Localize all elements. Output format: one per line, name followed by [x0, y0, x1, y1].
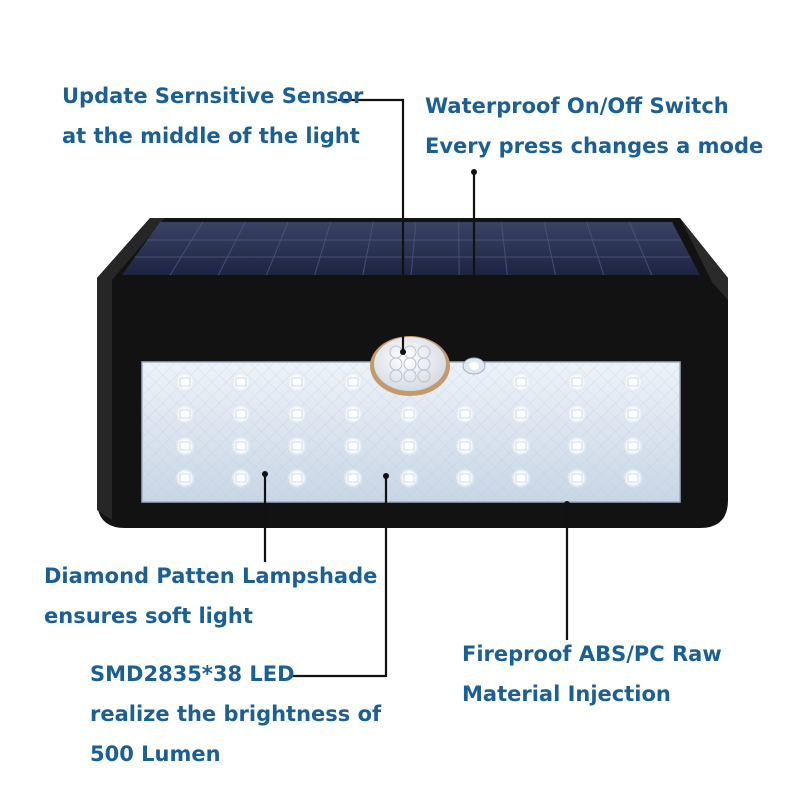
led-chip [566, 435, 588, 457]
lampshade-annotation-line1: Diamond Patten Lampshade [44, 564, 378, 588]
sensor-annotation-line1: Update Sernsitive Sensor [62, 84, 364, 108]
led-chip [286, 467, 308, 489]
led-chip [454, 403, 476, 425]
led-chip [510, 435, 532, 457]
led-chip [398, 467, 420, 489]
led-chip [230, 403, 252, 425]
led-chip [622, 371, 644, 393]
led-annotation-line3: 500 Lumen [90, 742, 221, 766]
led-chip [342, 371, 364, 393]
sensor-annotation-line2: at the middle of the light [62, 124, 360, 148]
switch-annotation-line2: Every press changes a mode [425, 134, 764, 158]
callout-lines [263, 98, 569, 678]
led-chip [454, 467, 476, 489]
led-chip [286, 435, 308, 457]
led-chip [510, 371, 532, 393]
led-chip [622, 467, 644, 489]
led-chip [342, 467, 364, 489]
led-chip [566, 467, 588, 489]
led-chip [230, 467, 252, 489]
motion-sensor [370, 336, 450, 396]
led-chip [398, 435, 420, 457]
material-annotation-line2: Material Injection [462, 682, 671, 706]
led-chip [174, 403, 196, 425]
led-annotation: SMD2835*38 LED realize the brightness of… [90, 654, 381, 774]
lampshade-annotation-line2: ensures soft light [44, 604, 253, 628]
led-chip [174, 371, 196, 393]
material-annotation-line1: Fireproof ABS/PC Raw [462, 642, 722, 666]
lampshade-annotation: Diamond Patten Lampshade ensures soft li… [44, 556, 377, 636]
led-chip [286, 403, 308, 425]
led-chip [286, 371, 308, 393]
material-annotation: Fireproof ABS/PC Raw Material Injection [462, 634, 722, 714]
led-chip [342, 435, 364, 457]
led-chip [342, 403, 364, 425]
led-chip [566, 371, 588, 393]
callout-endpoints [262, 169, 570, 507]
led-chip [230, 371, 252, 393]
sensor-callout-line [338, 98, 405, 352]
led-chip [174, 435, 196, 457]
led-chip [510, 467, 532, 489]
led-annotation-line1: SMD2835*38 LED [90, 662, 295, 686]
led-chip [566, 403, 588, 425]
led-chip [230, 435, 252, 457]
sensor-annotation: Update Sernsitive Sensor at the middle o… [62, 76, 363, 156]
diamond-lampshade [141, 361, 681, 503]
led-chip [510, 403, 532, 425]
led-chip [398, 403, 420, 425]
led-chip [622, 435, 644, 457]
led-annotation-line2: realize the brightness of [90, 702, 382, 726]
switch-annotation-line1: Waterproof On/Off Switch [425, 94, 729, 118]
led-chip [174, 467, 196, 489]
led-chip [622, 403, 644, 425]
solar-panel [122, 221, 700, 276]
led-callout-line [290, 476, 388, 678]
switch-annotation: Waterproof On/Off Switch Every press cha… [425, 86, 763, 166]
on-off-switch [462, 357, 486, 375]
led-chip [454, 435, 476, 457]
